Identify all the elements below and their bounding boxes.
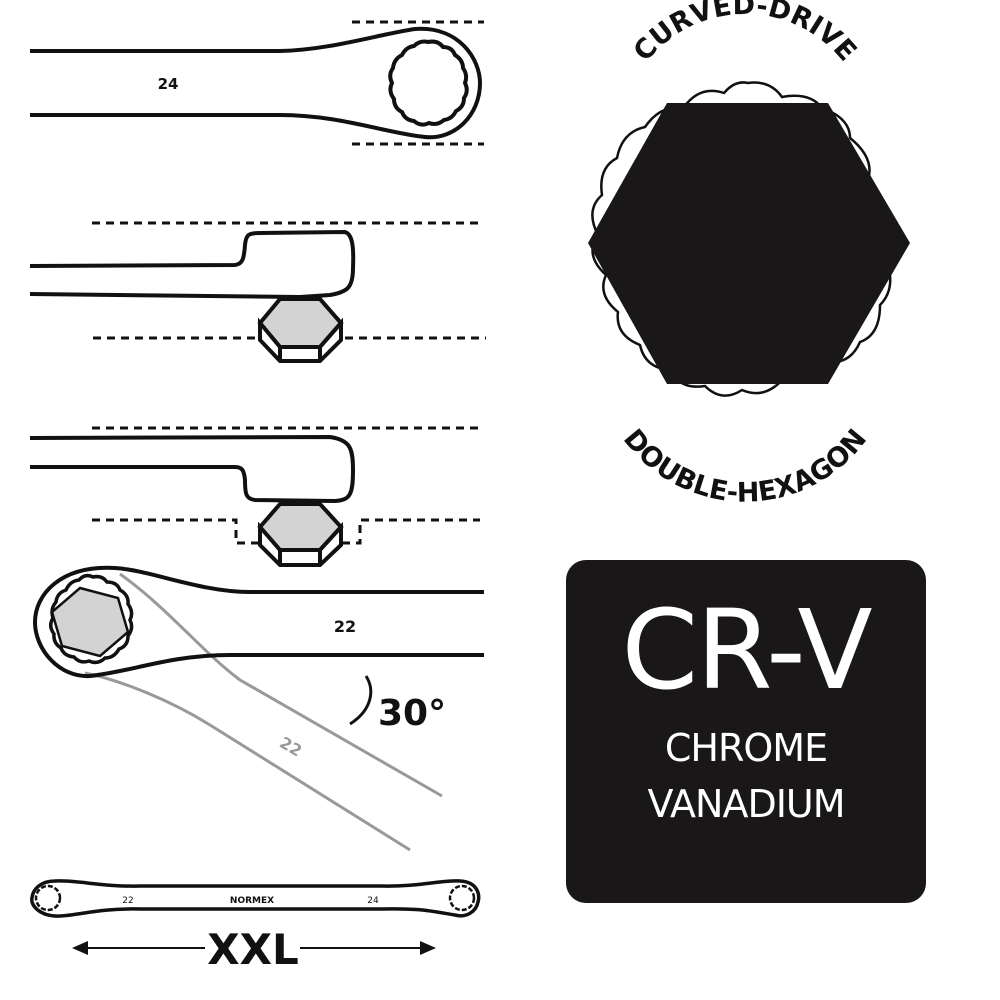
double-hexagon-label: DOUBLE-HEXAGON — [617, 423, 873, 508]
material-badge-line2: VANADIUM — [647, 782, 845, 826]
arrow-left-icon — [72, 941, 88, 955]
hex-nut-icon — [257, 297, 344, 363]
twelve-point-ring-icon — [49, 573, 134, 665]
top-ring-wrench: 24 — [30, 20, 484, 146]
twelve-point-ring-icon — [448, 884, 476, 912]
angle-wrench: 22 22 30° — [32, 565, 484, 852]
material-badge: CR-V CHROME VANADIUM — [566, 560, 926, 903]
ghost-wrench-size-label: 22 — [276, 733, 305, 761]
angle-arc-icon — [349, 675, 373, 726]
double-wrench-brand: NORMEX — [230, 896, 274, 906]
double-wrench-left-size: 22 — [122, 896, 133, 906]
curved-drive-badge: CURVED-DRIVE DOUBLE-HEXAGON — [588, 0, 910, 509]
angle-label: 30° — [378, 693, 446, 734]
twelve-point-ring-icon — [388, 39, 469, 127]
material-badge-title: CR-V — [621, 586, 872, 714]
double-ring-wrench: 22 NORMEX 24 XXL — [30, 879, 481, 974]
material-badge-line1: CHROME — [664, 726, 828, 770]
twelve-point-ring-icon — [34, 884, 62, 912]
offset-view-recessed — [29, 426, 484, 567]
hex-nut-icon — [257, 502, 344, 567]
hex-nut-icon — [50, 586, 130, 658]
arrow-right-icon — [420, 941, 436, 955]
top-wrench-size-label: 24 — [158, 75, 179, 93]
angle-wrench-size-label: 22 — [334, 617, 356, 636]
offset-view-standard — [29, 221, 486, 363]
hexagon-icon — [588, 103, 910, 384]
length-label: XXL — [207, 925, 299, 974]
curved-drive-label: CURVED-DRIVE — [628, 0, 863, 67]
double-wrench-right-size: 24 — [367, 896, 379, 906]
